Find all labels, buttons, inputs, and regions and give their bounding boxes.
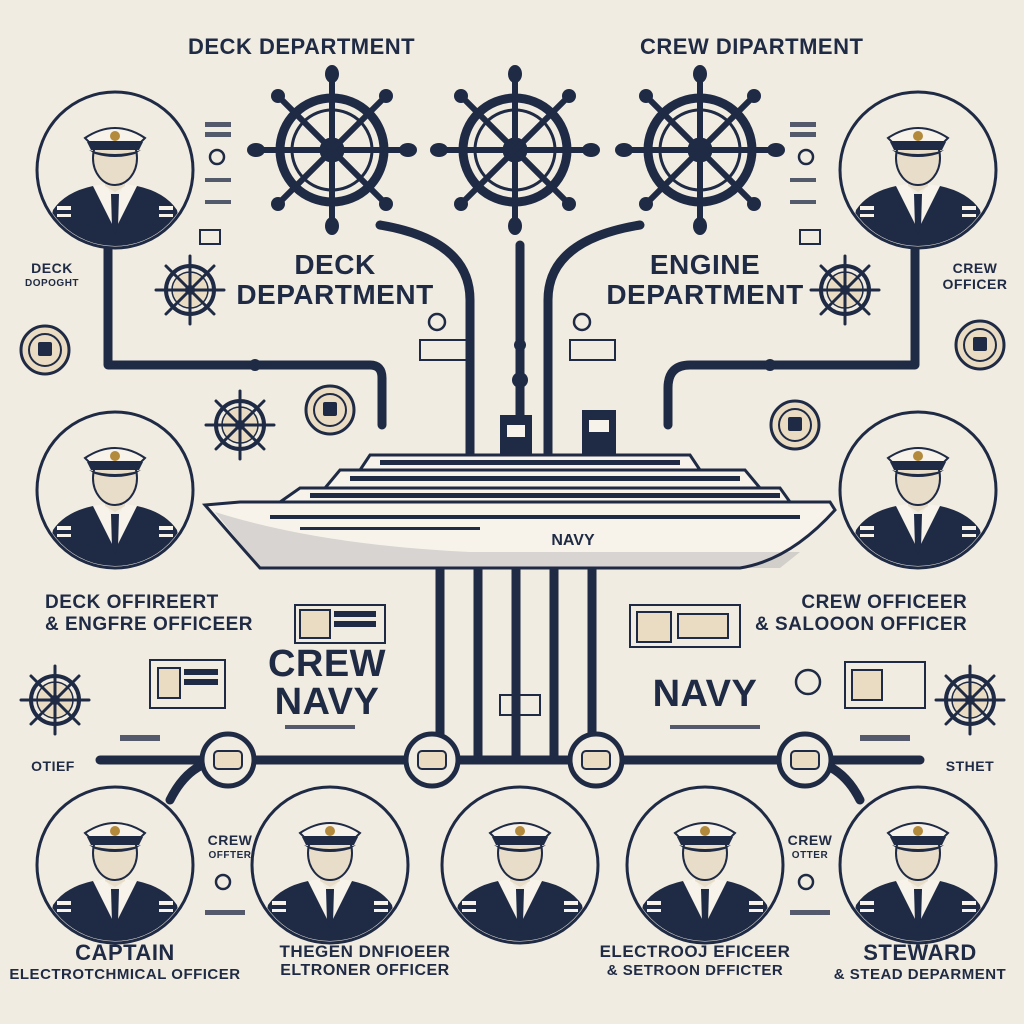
small-wheel-icon [19,664,91,736]
captain-title: CAPTAIN [75,940,175,965]
side-label-left-bottom: OTIEF [31,758,75,774]
anchor-badge-icon [769,399,821,451]
bottom-title-captain: CAPTAIN ELECTROTCHMICAL OFFICER [0,940,250,983]
cruise-ship-illustration [201,410,837,570]
tiny-icons [208,148,822,891]
officer-portrait-captain [37,787,193,945]
junction-node [779,734,831,786]
deck-department-line2: DEPARTMENT [236,279,434,310]
side-label-right-top-1: CREW [952,260,998,276]
anchor-badge-icon [954,319,1006,371]
ship-hull-text: NAVY [551,532,595,549]
connector-dots [249,339,776,388]
deck-department-line1: DECK [294,249,376,280]
middle-title-right: CREW OFFICEER & SALOOON OFFICER [755,592,967,636]
ship-wheel-icon [430,65,600,235]
bottom-title-third: ELECTROOJ EFICEER & SETROON DFFICTER [575,942,815,979]
small-wheel-icon [154,254,226,326]
crew-officer-left-2: OFFTER [208,850,252,861]
anchor-badge-icon [304,384,356,436]
crew-officer-left-1: CREW [207,832,253,848]
decorative-glyphs [120,122,910,915]
side-label-left-top-2: DOPOGHT [24,278,80,289]
steward-title: STEWARD [863,940,977,965]
officer-portrait-top-left [37,92,193,250]
document-panels [149,229,926,716]
header-left-title: DECK DEPARTMENT [188,34,416,59]
officer-portrait-top-right [840,92,996,250]
center-label-crew: CREW [267,643,387,685]
crew-officer-right-1: CREW [787,832,833,848]
engine-department-title: ENGINE DEPARTMENT [600,250,810,310]
officer-portrait-electro [627,787,783,945]
officer-portrait-steward [840,787,996,945]
captain-subtitle: ELECTROTCHMICAL OFFICER [9,966,241,983]
small-wheel-icon [934,664,1006,736]
bottom-title-steward: STEWARD & STEAD DEPARMENT [820,940,1020,983]
third-title: ELECTROOJ EFICEER [599,942,791,961]
middle-title-left: DECK OFFIREERT & ENGFRE OFFICEER [45,592,253,636]
officer-portrait-mid-right [840,412,996,570]
officer-portrait-mid-left [37,412,193,570]
officer-portrait-second [252,787,408,945]
engine-department-line1: ENGINE [649,249,761,280]
side-label-right-bottom: STHET [945,758,995,774]
side-label-right-top: CREW OFFICER [935,260,1015,292]
header-right-title: CREW DIPARTMENT [640,34,864,59]
steward-subtitle: & STEAD DEPARMENT [833,966,1007,983]
second-subtitle: ELTRONER OFFICER [280,962,450,979]
second-title: THEGEN DNFIOEER [279,942,451,961]
crew-officer-label-right: CREW OTTER [780,832,840,864]
small-wheel-icon [809,254,881,326]
ship-wheel-icon [247,65,417,235]
middle-title-right-2: & SALOOON OFFICER [755,614,968,635]
third-subtitle: & SETROON DFFICTER [606,962,784,979]
junction-node [570,734,622,786]
anchor-badge-icon [19,324,71,376]
side-label-left-top-1: DECK [31,260,73,276]
bottom-title-second: THEGEN DNFIOEER ELTRONER OFFICER [250,942,480,980]
side-label-left-top: DECK DOPOGHT [12,260,92,292]
small-wheel-icon [204,389,276,461]
junction-node [406,734,458,786]
crew-officer-right-2: OTTER [791,850,829,861]
officer-portrait-center [442,787,598,945]
crew-officer-label-left: CREW OFFTER [200,832,260,864]
center-label-crew-navy: CREW NAVY [262,645,392,721]
middle-title-right-1: CREW OFFICEER [801,592,968,613]
middle-title-left-1: DECK OFFIREERT [45,592,219,613]
center-label-right-navy: NAVY [652,673,758,715]
ship-wheel-icon [615,65,785,235]
side-label-right-top-2: OFFICER [942,276,1008,292]
deck-department-title: DECK DEPARTMENT [235,250,435,310]
center-label-navy: NAVY [274,681,380,723]
junction-node [202,734,254,786]
engine-department-line2: DEPARTMENT [606,279,804,310]
middle-title-left-2: & ENGFRE OFFICEER [45,614,254,635]
